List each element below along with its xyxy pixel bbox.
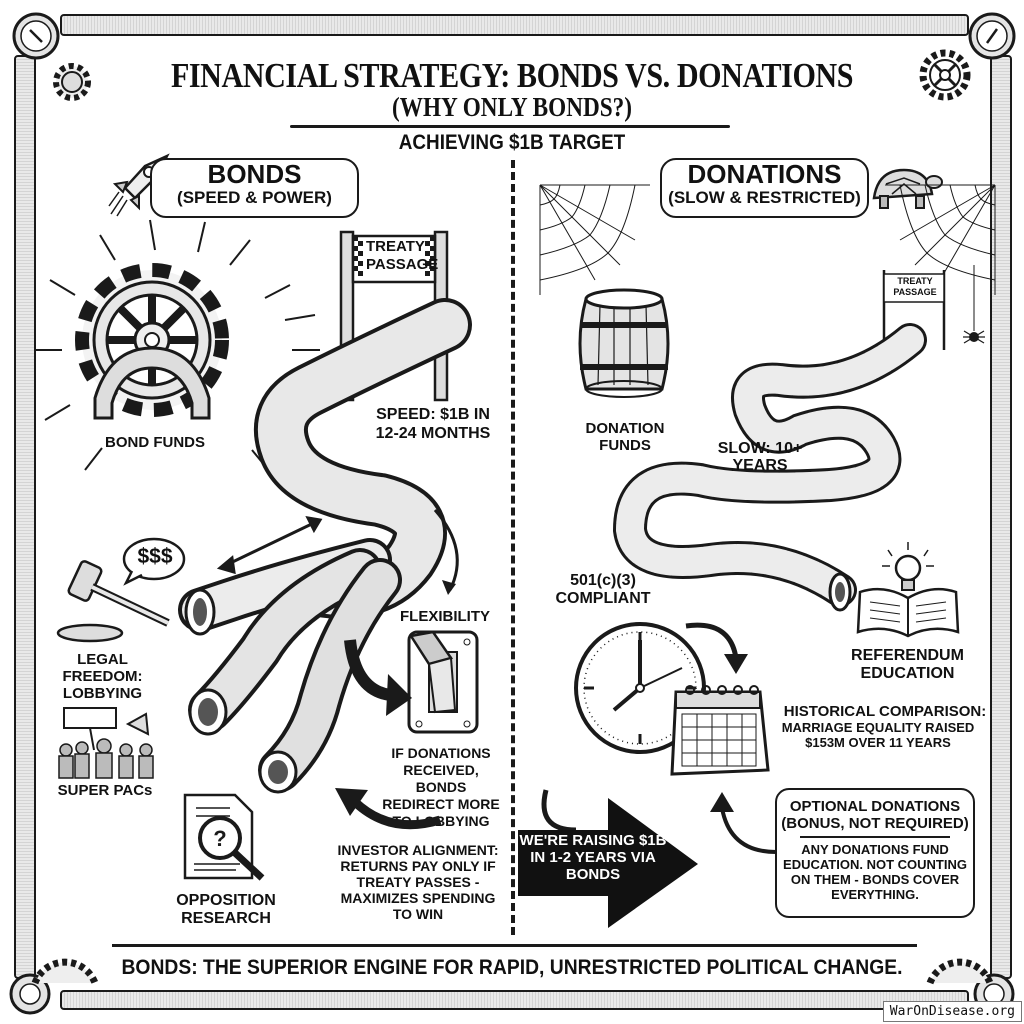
optional-donations-body: ANY DONATIONS FUND EDUCATION. NOT COUNTI… (783, 842, 967, 902)
optional-donations-box: OPTIONAL DONATIONS (BONUS, NOT REQUIRED)… (775, 788, 975, 918)
speech-bubble-text: $$$ (137, 545, 173, 568)
center-divider (511, 160, 515, 935)
bonds-finish-sign: TREATY PASSAGE (366, 238, 439, 273)
historical-comparison-title: HISTORICAL COMPARISON: (783, 703, 987, 720)
gear-icon-bottom-left (31, 958, 99, 985)
frame-pipe-left (14, 55, 36, 979)
opposition-research-label: OPPOSITION RESEARCH (176, 892, 276, 927)
donations-heading: DONATIONS (687, 159, 842, 189)
flexibility-note: IF DONATIONS RECEIVED, BONDS REDIRECT MO… (382, 745, 500, 829)
optional-arrow-icon (710, 792, 777, 854)
bonds-speed-label: SPEED: $1B IN 12-24 MONTHS (375, 406, 491, 442)
footer-tagline: BONDS: THE SUPERIOR ENGINE FOR RAPID, UN… (121, 956, 903, 979)
footer-divider (112, 944, 917, 947)
compliance-label: 501(c)(3) COMPLIANT (555, 572, 651, 607)
donations-subheading: (SLOW & RESTRICTED) (668, 188, 861, 207)
gavel-icon (56, 560, 170, 643)
clock-icon (574, 622, 706, 754)
time-arrow-icon (685, 622, 748, 674)
flexibility-label: FLEXIBILITY (400, 608, 490, 625)
bond-funds-label: BOND FUNDS (105, 434, 205, 451)
donations-finish-sign: TREATY PASSAGE (893, 276, 937, 297)
barrel-icon (578, 288, 670, 398)
gauge-icon-top-right (968, 12, 1016, 60)
lobbying-label: LEGAL FREEDOM: LOBBYING (62, 651, 143, 702)
bonds-heading: BONDS (207, 159, 302, 189)
watermark-link[interactable]: WarOnDisease.org (882, 1001, 1022, 1022)
donation-pipe-icon (612, 323, 927, 612)
cobweb-icon-left (539, 184, 650, 295)
gear-icon-bottom-right (926, 958, 994, 985)
page-subtitle: (WHY ONLY BONDS?) (392, 92, 632, 122)
calendar-icon (670, 685, 770, 776)
motion-arrows (216, 509, 459, 595)
bonds-subheading: (SPEED & POWER) (177, 188, 332, 207)
callout-arrow-text: WE'RE RAISING $1B IN 1-2 YEARS VIA BONDS (519, 832, 667, 883)
investor-alignment-note: INVESTOR ALIGNMENT: RETURNS PAY ONLY IF … (337, 842, 499, 922)
spider-icon (963, 265, 985, 344)
gear-icon-top-left (53, 63, 91, 101)
referendum-education-label: REFERENDUM EDUCATION (851, 647, 964, 682)
svg-text:?: ? (213, 826, 226, 851)
title-divider (290, 125, 730, 128)
gauge-icon-bottom-left (9, 973, 51, 1015)
super-pacs-label: SUPER PACs (57, 782, 153, 799)
turtle-icon (872, 168, 943, 209)
rally-crowd-icon (58, 707, 154, 779)
callout-arrow-icon (518, 789, 698, 928)
bond-funds-gear-icon (75, 263, 229, 420)
donations-speed-label: SLOW: 10+ YEARS (717, 440, 803, 474)
donations-heading-box: DONATIONS (SLOW & RESTRICTED) (660, 158, 869, 218)
frame-pipe-top (60, 14, 969, 36)
historical-comparison-body: MARRIAGE EQUALITY RAISED $153M OVER 11 Y… (781, 720, 975, 750)
magnifier-document-icon: ? (183, 793, 265, 881)
redirect-arrow-icon (344, 639, 412, 716)
frame-pipe-bottom (60, 990, 969, 1010)
small-finish-sign-icon (882, 270, 946, 350)
bond-pipe-icon (178, 298, 472, 794)
toggle-switch-icon (407, 630, 479, 734)
gauge-icon-top-left (12, 12, 60, 60)
bonds-heading-box: BONDS (SPEED & POWER) (150, 158, 359, 218)
page-title: FINANCIAL STRATEGY: BONDS VS. DONATIONS (170, 56, 854, 95)
optional-donations-title: OPTIONAL DONATIONS (BONUS, NOT REQUIRED) (781, 798, 969, 832)
cobweb-icon-right (885, 184, 996, 295)
book-lightbulb-icon (856, 542, 960, 638)
target-heading: ACHIEVING $1B TARGET (398, 131, 626, 154)
donation-funds-label: DONATION FUNDS (585, 420, 665, 454)
optional-divider (800, 836, 950, 838)
gear-icon-top-right (919, 49, 971, 101)
speech-bubble-icon (122, 537, 186, 586)
return-arrow-icon (335, 788, 442, 830)
